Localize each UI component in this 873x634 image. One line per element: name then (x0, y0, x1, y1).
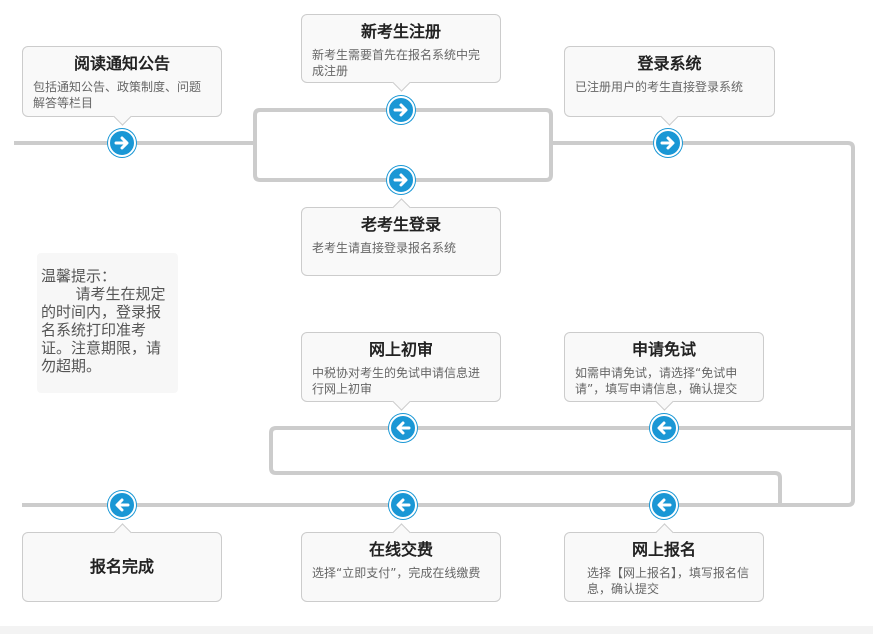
step-login-system: 登录系统 已注册用户的考生直接登录系统 (564, 46, 775, 126)
reminder-title: 温馨提示： (41, 267, 117, 285)
step-online-payment: 在线交费 选择“立即支付”，完成在线缴费 (301, 523, 501, 602)
step-title: 网上报名 (631, 540, 696, 559)
step-description: 已注册用户的考生直接登录系统 (575, 80, 744, 94)
arrow-left-icon (650, 414, 678, 442)
step-new-register: 新考生注册 新考生需要首先在报名系统中完成注册 (301, 14, 501, 92)
bottom-divider (0, 626, 873, 634)
step-description: 中税协对考生的免试申请信息进行网上初审 (312, 366, 481, 396)
step-title: 阅读通知公告 (73, 54, 170, 73)
step-read-notice: 阅读通知公告 包括通知公告、政策制度、问题解答等栏目 (22, 46, 222, 126)
arrow-right-icon (387, 166, 415, 194)
arrow-right-icon (108, 129, 136, 157)
step-complete: 报名完成 (22, 523, 222, 602)
arrow-left-icon (389, 491, 417, 519)
step-description: 选择【网上报名】，填写报名信息，确认提交 (587, 566, 750, 596)
reminder-body: 请考生在规定的时间内，登录报名系统打印准考证。注意期限，请勿超期。 (41, 285, 166, 375)
step-apply-exemption: 申请免试 如需申请免试，请选择“免试申请”，填写申请信息，确认提交 (564, 332, 764, 411)
step-title: 申请免试 (631, 340, 696, 359)
step-description: 如需申请免试，请选择“免试申请”，填写申请信息，确认提交 (575, 366, 738, 396)
step-title: 登录系统 (637, 54, 702, 73)
arrow-left-icon (650, 491, 678, 519)
step-description: 包括通知公告、政策制度、问题解答等栏目 (33, 80, 202, 110)
step-description: 新考生需要首先在报名系统中完成注册 (312, 48, 481, 78)
step-title: 在线交费 (368, 540, 433, 559)
arrow-left-icon (389, 414, 417, 442)
step-online-review: 网上初审 中税协对考生的免试申请信息进行网上初审 (301, 332, 501, 411)
step-title: 老考生登录 (360, 215, 441, 234)
step-description: 选择“立即支付”，完成在线缴费 (312, 566, 481, 580)
arrow-right-icon (387, 96, 415, 124)
step-old-login: 老考生登录 老考生请直接登录报名系统 (301, 198, 501, 276)
step-title: 报名完成 (89, 557, 154, 576)
reminder-panel: 温馨提示： 请考生在规定的时间内，登录报名系统打印准考证。注意期限，请勿超期。 (37, 253, 178, 393)
step-title: 网上初审 (368, 340, 433, 359)
arrow-right-icon (654, 129, 682, 157)
step-online-register: 网上报名 选择【网上报名】，填写报名信息，确认提交 (564, 523, 764, 602)
arrow-left-icon (108, 491, 136, 519)
step-title: 新考生注册 (360, 22, 441, 41)
step-description: 老考生请直接登录报名系统 (312, 241, 457, 255)
